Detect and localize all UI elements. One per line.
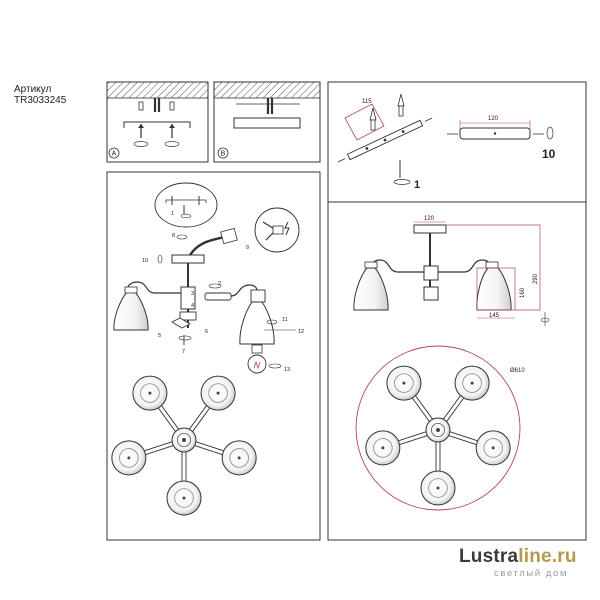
callout-7: 7	[182, 349, 185, 355]
callout-13: 13	[284, 367, 290, 373]
callout-1: 1	[171, 211, 174, 217]
callout-3: 3	[191, 291, 194, 297]
shade-disc-center	[470, 381, 474, 385]
shade-disc-inner	[174, 488, 194, 508]
callout-12: 12	[298, 329, 304, 335]
callout-10: 10	[142, 258, 148, 264]
shade-disc-inner	[483, 438, 503, 458]
callout-11: 11	[282, 317, 288, 323]
dim-shade-height: 160	[520, 287, 526, 298]
bracket-item-number: 1	[414, 179, 420, 191]
shade-disc-inner	[394, 373, 414, 393]
brand-part2: line.ru	[518, 546, 577, 567]
shade-disc-inner	[140, 383, 160, 403]
shade-disc-center	[381, 446, 385, 450]
callout-6: 6	[205, 329, 208, 335]
hub-inner	[430, 422, 445, 437]
badge-b: B	[221, 151, 226, 158]
dim-total-height: 290	[533, 273, 539, 284]
shade-disc-center	[216, 391, 220, 395]
hub-center	[436, 428, 440, 432]
badge-a: A	[112, 151, 117, 158]
plate-item-number: 10	[542, 147, 556, 161]
brand-logo[interactable]: Lustraline.ru	[459, 546, 577, 568]
callout-9: 9	[246, 245, 249, 251]
dim-top-width: 120	[424, 216, 435, 222]
shade-disc-inner	[208, 383, 228, 403]
dim-diameter: Ø610	[510, 368, 525, 374]
shade-disc-inner	[119, 448, 139, 468]
callout-5: 5	[158, 333, 161, 339]
shade-disc-center	[491, 446, 495, 450]
panel-dimensions: 120 160 290 145 Ø610	[327, 201, 587, 541]
dim-plate-width: 120	[488, 116, 499, 122]
panel-mount-a: A	[106, 81, 209, 163]
badge-b-circle	[217, 147, 229, 159]
shade-disc-center	[127, 456, 131, 460]
brand-tagline: светлый дом	[494, 568, 569, 579]
dim-shade-width: 145	[489, 313, 500, 319]
badge-a-circle	[108, 147, 120, 159]
shade-disc-center	[148, 391, 152, 395]
callout-8: 8	[172, 233, 175, 239]
article-code: TR3033245	[14, 95, 67, 106]
panel-mount-b: B	[213, 81, 321, 163]
bottom-view-right-discs	[365, 365, 511, 506]
shade-disc-center	[237, 456, 241, 460]
hub-inner	[176, 432, 191, 447]
hub-center	[182, 438, 186, 442]
callout-4: 4	[191, 303, 194, 309]
brand-part1: Lustra	[459, 546, 519, 567]
shade-disc-inner	[462, 373, 482, 393]
shade-disc-center	[436, 486, 440, 490]
shade-disc-inner	[229, 448, 249, 468]
callout-2: 2	[218, 281, 221, 287]
shade-disc-inner	[373, 438, 393, 458]
bottom-view-left-discs	[111, 375, 257, 516]
panel-bracket-plate: 115 1 120 10	[327, 81, 587, 203]
dim-bracket-width: 115	[362, 99, 372, 105]
shade-disc-center	[402, 381, 406, 385]
shade-disc-center	[182, 496, 186, 500]
panel-assembly: 1 2 3 4 5 6 7 8 9 10 11 12 13	[106, 171, 321, 541]
article-label: Артикул	[14, 84, 52, 95]
shade-disc-inner	[428, 478, 448, 498]
